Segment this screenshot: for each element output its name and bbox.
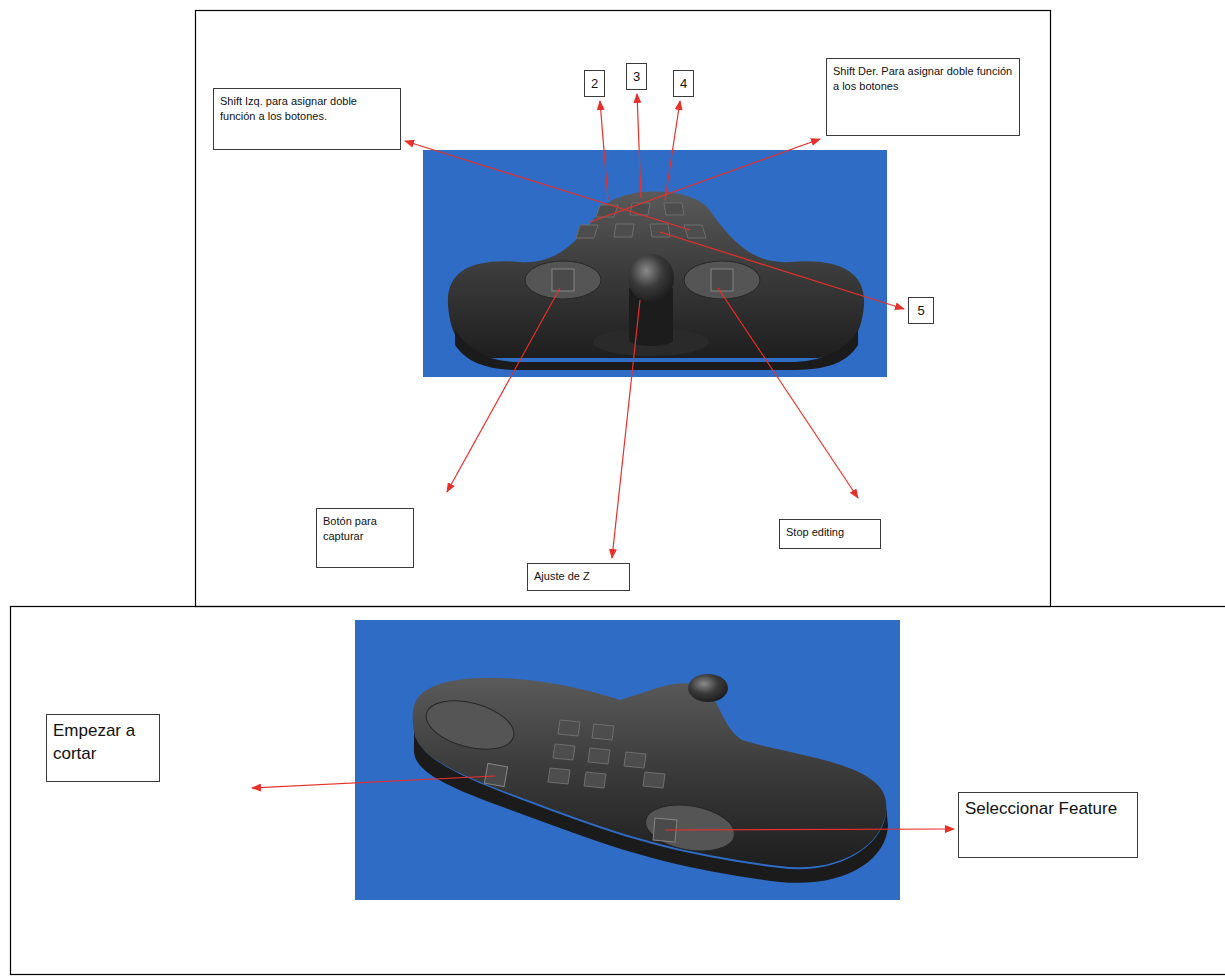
- callout-box: Seleccionar Feature: [958, 792, 1138, 858]
- callout-box: Stop editing: [779, 519, 881, 549]
- bottom-frame: [11, 607, 1225, 975]
- callout-number-text: 2: [587, 75, 602, 93]
- callout-box: Ajuste de Z: [527, 563, 630, 591]
- callout-box: Shift Izq. para asignar doble función a …: [213, 88, 401, 150]
- callout-text: Shift Izq. para asignar doble función a …: [220, 94, 394, 124]
- callout-number: 5: [908, 297, 934, 324]
- callout-number-text: 4: [676, 75, 691, 93]
- callout-text: Shift Der. Para asignar doble función a …: [833, 64, 1013, 94]
- callout-text: Botón para capturar: [323, 514, 407, 544]
- device-side-view: [413, 674, 888, 883]
- photo-background: [423, 150, 887, 377]
- photo-background: [355, 620, 900, 900]
- callout-text: Empezar a cortar: [53, 720, 153, 766]
- callout-text: Seleccionar Feature: [965, 798, 1131, 821]
- callout-text: Stop editing: [786, 525, 874, 540]
- callout-number-text: 5: [911, 302, 931, 320]
- callout-text: Ajuste de Z: [534, 569, 623, 584]
- callout-box: Botón para capturar: [316, 508, 414, 568]
- leader-line: [252, 94, 954, 830]
- callout-number: 3: [626, 63, 647, 90]
- callout-number-text: 3: [629, 68, 644, 86]
- device-front-view: [448, 192, 864, 371]
- top-frame: [196, 11, 1051, 607]
- callout-number: 2: [584, 70, 605, 97]
- callout-box: Shift Der. Para asignar doble función a …: [826, 58, 1020, 136]
- callout-box: Empezar a cortar: [46, 714, 160, 782]
- callout-number: 4: [673, 70, 694, 97]
